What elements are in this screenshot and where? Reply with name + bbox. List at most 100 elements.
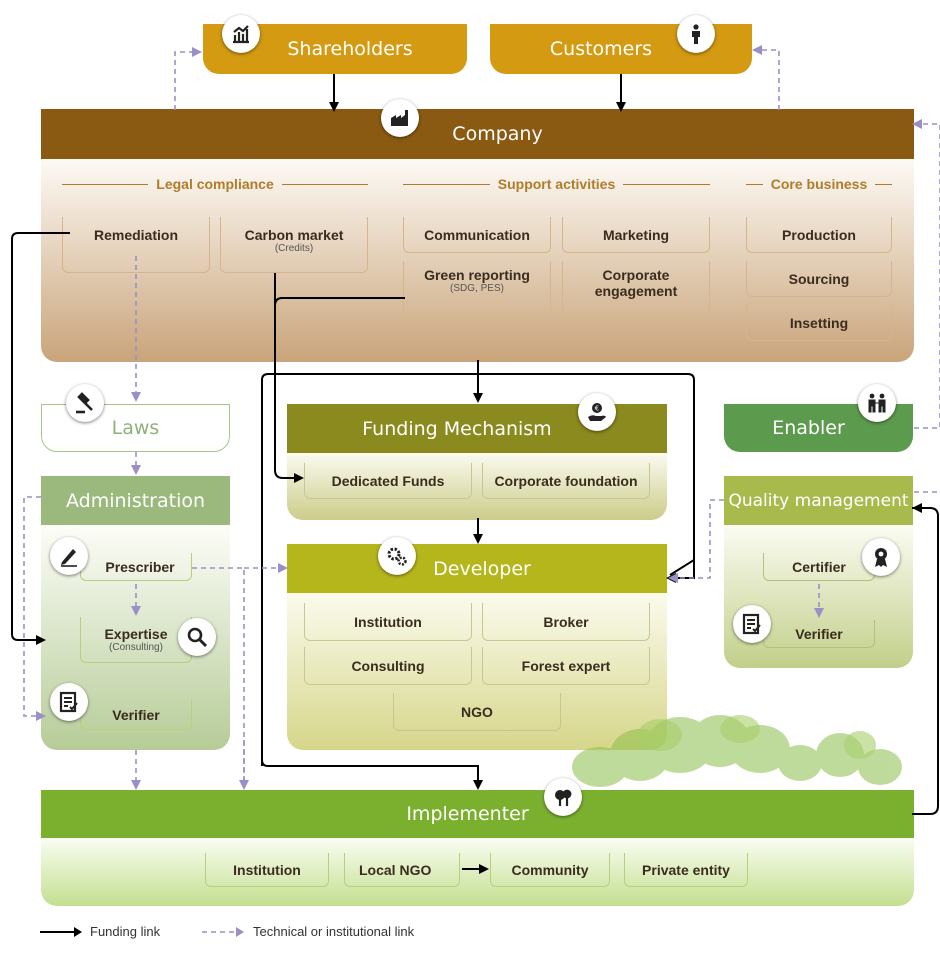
customers-dashed-link xyxy=(752,45,780,110)
award-icon xyxy=(862,538,900,576)
tree-icon xyxy=(544,778,582,816)
ngo-box: NGO xyxy=(393,693,561,731)
corporate-foundation-label: Corporate foundation xyxy=(494,472,638,489)
green-reporting-box: Green reporting (SDG, PES) xyxy=(403,261,551,317)
laws-label: Laws xyxy=(111,417,160,439)
legal-compliance-label: Legal compliance xyxy=(156,176,274,192)
legend-funding-arrow xyxy=(40,927,82,937)
funding-title: Funding Mechanism xyxy=(362,417,552,440)
chart-icon xyxy=(222,15,260,53)
enabler-loop-link xyxy=(912,119,940,429)
quality-title: Quality management xyxy=(728,490,909,511)
communication-label: Communication xyxy=(424,226,530,243)
developer-title: Developer xyxy=(433,557,531,580)
institution-impl-box: Institution xyxy=(205,853,329,887)
checklist-icon-admin xyxy=(50,683,88,721)
shareholders-label: Shareholders xyxy=(287,38,413,60)
private-entity-box: Private entity xyxy=(624,853,748,887)
dedicated-funds-box: Dedicated Funds xyxy=(304,463,472,499)
gavel-icon xyxy=(66,384,104,422)
implementer-panel xyxy=(41,838,914,906)
person-icon xyxy=(677,15,715,53)
enabler-title: Enabler xyxy=(772,417,845,439)
forest-expert-box: Forest expert xyxy=(482,647,650,685)
developer-header: Developer xyxy=(287,544,667,593)
quality-header: Quality management xyxy=(724,476,913,525)
laws-box: Laws xyxy=(41,404,230,452)
green-reporting-label: Green reporting xyxy=(424,267,530,283)
institution-dev-box: Institution xyxy=(304,603,472,641)
remediation-label: Remediation xyxy=(93,227,178,243)
dedicated-funds-label: Dedicated Funds xyxy=(331,472,445,489)
production-box: Production xyxy=(746,217,892,253)
institution-impl-label: Institution xyxy=(233,861,301,878)
marketing-label: Marketing xyxy=(602,226,670,243)
support-activities-group: Support activities xyxy=(403,176,710,192)
corporate-engagement-box: Corporate engagement xyxy=(562,261,710,317)
svg-text:€: € xyxy=(595,405,599,413)
to-implementer-arrow xyxy=(261,759,483,790)
core-business-label: Core business xyxy=(770,176,868,192)
carbon-market-box: Carbon market (Credits) xyxy=(220,217,368,273)
private-entity-label: Private entity xyxy=(642,861,730,878)
pen-icon xyxy=(50,537,88,575)
magnifier-icon xyxy=(178,618,216,656)
verifier-admin-label: Verifier xyxy=(112,706,160,723)
sourcing-label: Sourcing xyxy=(788,270,850,287)
insetting-box: Insetting xyxy=(746,305,892,341)
corporate-foundation-box: Corporate foundation xyxy=(482,463,650,499)
developer-panel xyxy=(287,593,667,750)
communication-box: Communication xyxy=(403,217,551,253)
remediation-to-expertise-link xyxy=(11,232,70,645)
implementer-header: Implementer xyxy=(41,790,914,838)
company-header: Company xyxy=(41,109,914,159)
broker-label: Broker xyxy=(543,613,589,630)
forest-illustration xyxy=(572,715,902,787)
institution-dev-label: Institution xyxy=(354,613,422,630)
remediation-box: Remediation xyxy=(62,217,210,273)
support-activities-label: Support activities xyxy=(497,176,616,192)
implementer-title: Implementer xyxy=(406,803,529,825)
production-label: Production xyxy=(782,226,856,243)
funding-panel xyxy=(287,453,667,520)
expertise-label: Expertise xyxy=(104,626,168,642)
consulting-box: Consulting xyxy=(304,647,472,685)
verifier-quality-label: Verifier xyxy=(795,625,843,642)
administration-header: Administration xyxy=(41,476,230,525)
corporate-engagement-label: Corporate engagement xyxy=(594,267,678,299)
legend-technical-arrow xyxy=(202,927,244,937)
administration-to-verifier-link xyxy=(23,496,46,721)
checklist-icon-quality xyxy=(733,605,771,643)
legend-funding-label: Funding link xyxy=(90,924,161,939)
company-split-link xyxy=(261,373,695,766)
carbon-market-label: Carbon market xyxy=(244,227,344,243)
legend-technical-label: Technical or institutional link xyxy=(253,924,415,939)
certifier-label: Certifier xyxy=(792,558,846,575)
ngo-label: NGO xyxy=(461,703,493,720)
carbon-to-dedicated-funds-link xyxy=(274,273,304,483)
handshake-icon xyxy=(858,384,896,422)
green-reporting-sub: (SDG, PES) xyxy=(450,283,504,294)
prescriber-label: Prescriber xyxy=(105,558,175,575)
carbon-market-sub: (Credits) xyxy=(274,243,314,254)
gears-icon xyxy=(378,537,416,575)
marketing-box: Marketing xyxy=(562,217,710,253)
community-box: Community xyxy=(490,853,610,887)
core-business-group: Core business xyxy=(746,176,893,192)
factory-icon xyxy=(381,99,419,137)
local-ngo-box: Local NGO xyxy=(344,853,460,887)
prescriber-to-developer-link xyxy=(192,567,245,786)
administration-title: Administration xyxy=(65,489,206,512)
sourcing-box: Sourcing xyxy=(746,261,892,297)
to-developer-arrow xyxy=(666,540,695,583)
money-hand-icon: € xyxy=(578,393,616,431)
forest-expert-label: Forest expert xyxy=(521,657,611,674)
insetting-label: Insetting xyxy=(789,314,849,331)
legal-compliance-group: Legal compliance xyxy=(62,176,369,192)
quality-loop-link xyxy=(912,507,939,815)
local-ngo-label: Local NGO xyxy=(359,861,432,878)
consulting-label: Consulting xyxy=(351,657,425,674)
customers-label: Customers xyxy=(549,38,653,60)
company-title: Company xyxy=(452,123,543,145)
